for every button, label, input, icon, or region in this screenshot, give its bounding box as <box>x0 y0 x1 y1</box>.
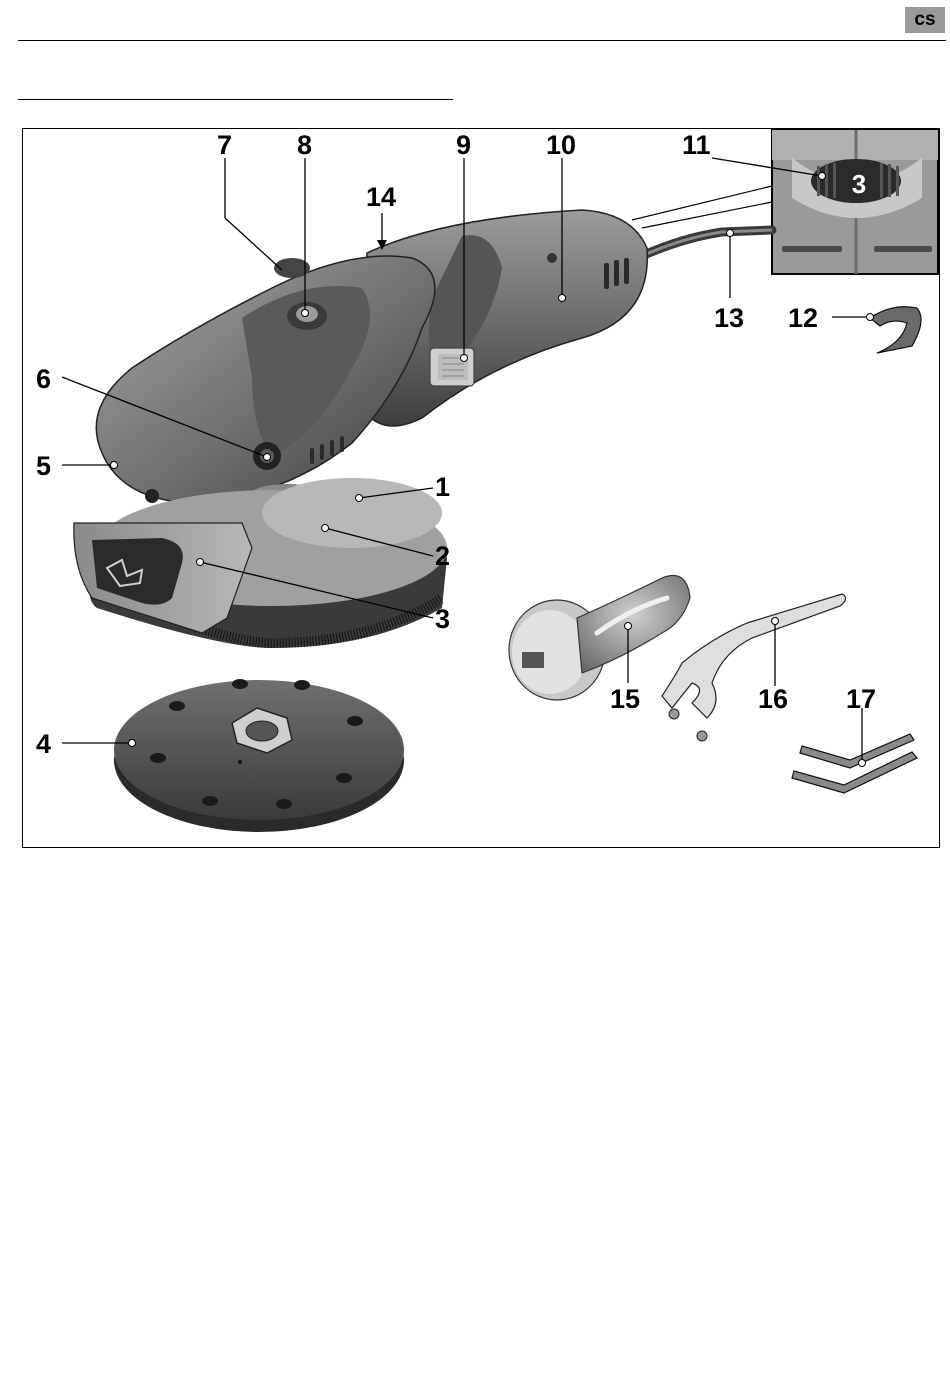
callout-4: 4 <box>36 729 51 759</box>
callout-12: 12 <box>788 303 818 333</box>
header-rule <box>18 40 946 41</box>
callout-2: 2 <box>435 541 450 571</box>
tool-illustration: 3 <box>22 128 940 848</box>
callout-11: 11 <box>682 130 711 160</box>
spare-clip <box>870 307 921 353</box>
callout-3: 3 <box>435 604 450 634</box>
two-pin-spanner <box>662 594 846 741</box>
callout-7: 7 <box>217 130 232 160</box>
speed-dial-value: 3 <box>852 169 866 199</box>
callout-16: 16 <box>758 684 788 714</box>
callout-13: 13 <box>714 303 744 333</box>
callout-15: 15 <box>610 684 640 714</box>
callout-6: 6 <box>36 364 51 394</box>
language-badge: cs <box>905 7 945 33</box>
speed-dial-inset: 3 <box>632 130 938 274</box>
callout-10: 10 <box>546 130 576 160</box>
auxiliary-handle <box>509 576 690 701</box>
callout-9: 9 <box>456 130 471 160</box>
callout-17: 17 <box>846 684 876 714</box>
backing-pad <box>114 679 404 832</box>
callout-1: 1 <box>435 472 450 502</box>
hex-keys <box>792 734 917 793</box>
callout-8: 8 <box>297 130 312 160</box>
extraction-hood <box>74 478 447 648</box>
on-off-switch <box>430 348 474 386</box>
section-rule <box>18 99 453 100</box>
gear-head <box>96 256 435 515</box>
callout-14: 14 <box>366 182 396 212</box>
callout-5: 5 <box>36 451 51 481</box>
